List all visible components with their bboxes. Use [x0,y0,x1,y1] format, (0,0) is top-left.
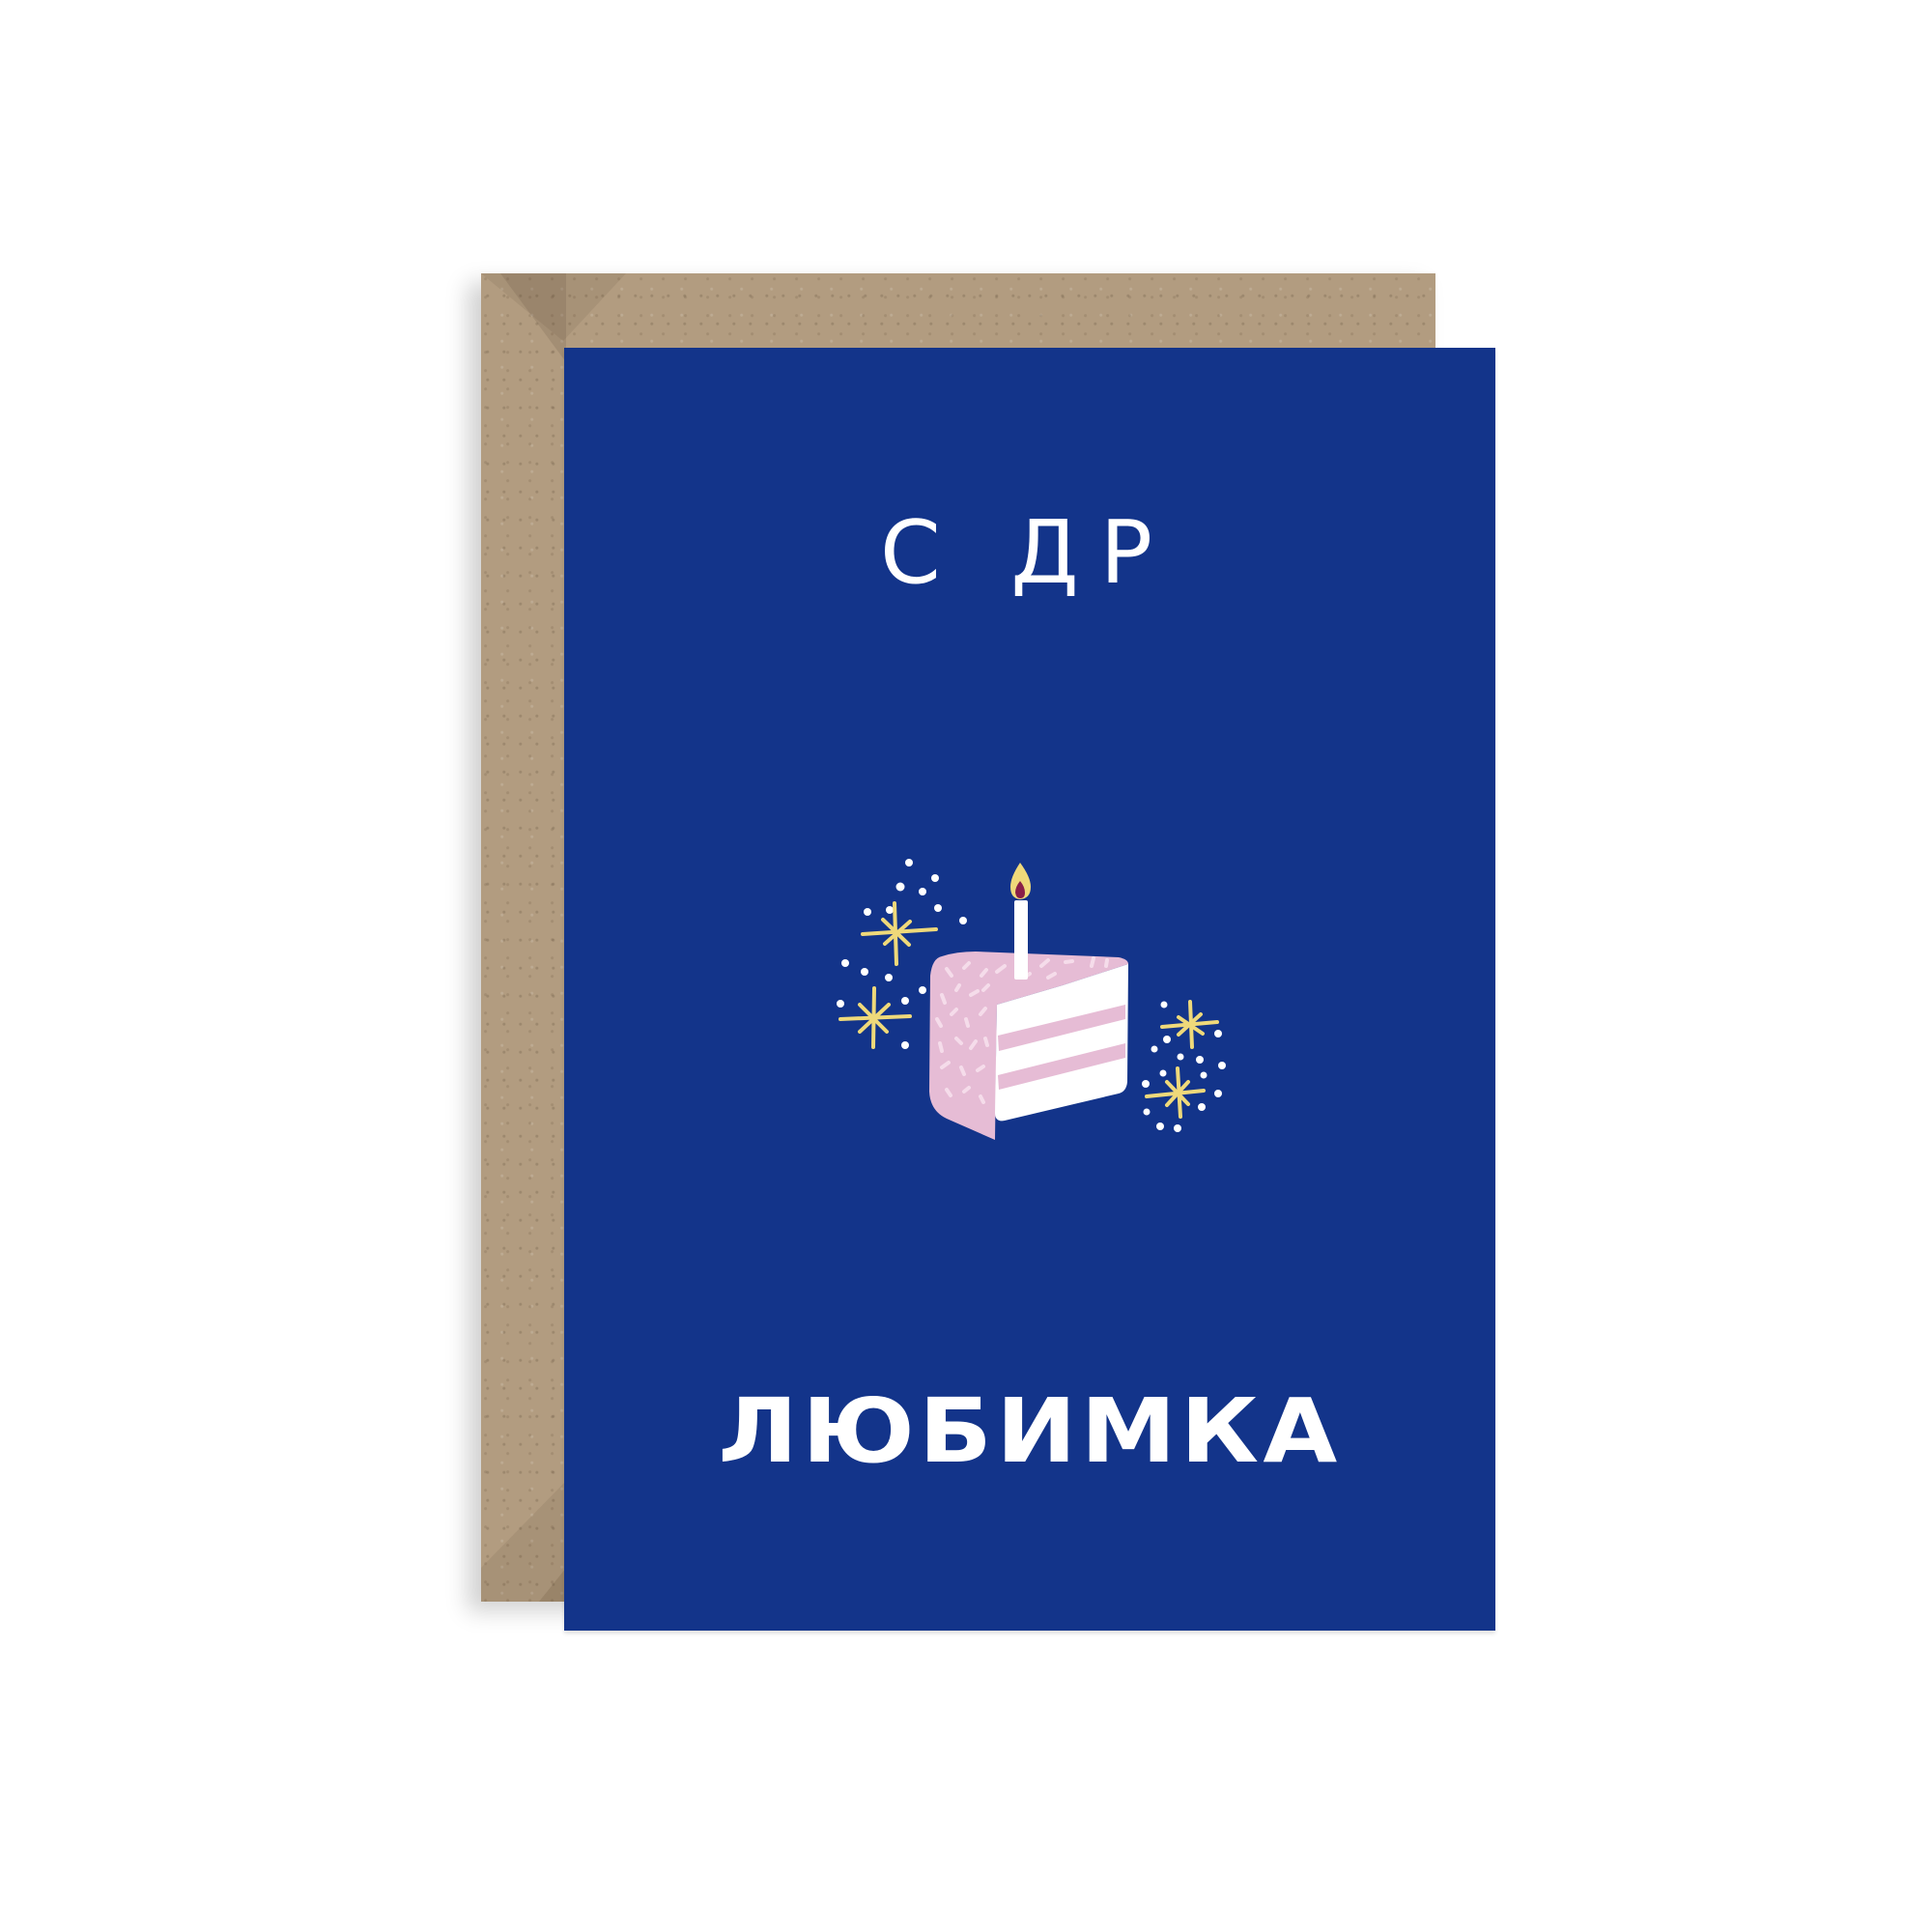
sparkle-dots-icon [837,859,967,1049]
sprinkles-icon [935,956,1109,1104]
cake-illustration [837,859,1226,1140]
card-footer-text: ЛЮБИМКА [718,1379,1342,1483]
candle-icon [1014,900,1028,980]
sparkle-star-icon [1160,1000,1219,1049]
card-heading: С ДР [879,502,1175,604]
envelope-flap-shading [481,273,626,1602]
cake-slice-icon [929,952,1128,1140]
sparkle-star-icon [1145,1066,1206,1119]
sparkle-star-icon [838,986,912,1049]
sparkle-star-icon [861,901,938,966]
sparkle-dots-icon [1142,1001,1226,1132]
